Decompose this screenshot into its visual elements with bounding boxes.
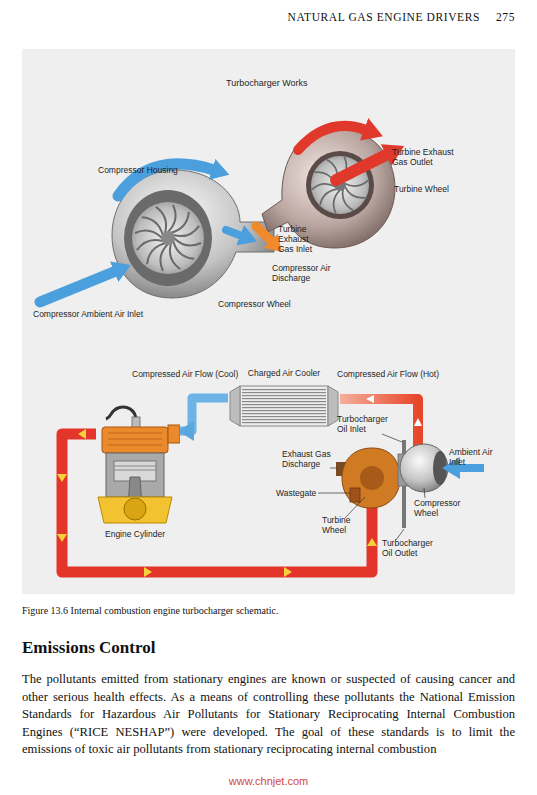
cooler-graphic	[242, 388, 326, 424]
engine-graphic	[98, 497, 172, 523]
exhaust-pipe	[367, 538, 377, 546]
exhaust-pipe	[284, 567, 292, 577]
compressor-housing	[169, 241, 196, 261]
turbocharger-unit	[433, 451, 447, 485]
flow-arrow	[40, 271, 116, 302]
compressor-housing	[152, 206, 172, 233]
compressor-housing	[112, 170, 274, 298]
figure-background	[22, 49, 515, 594]
part-label: Compressor Wheel	[414, 498, 469, 518]
engine-graphic	[90, 405, 180, 543]
section-heading: Emissions Control	[22, 637, 422, 658]
part-label: Wastegate	[276, 488, 336, 498]
compressor-housing	[112, 170, 274, 298]
leader-line	[318, 434, 425, 540]
flow-arrow	[298, 126, 366, 150]
part-label: Turbine Exhaust Gas Inlet	[278, 224, 322, 254]
compressor-housing	[168, 205, 176, 232]
flow-arrow	[226, 230, 242, 236]
engine-graphic	[168, 425, 180, 443]
compressor-housing	[160, 244, 168, 271]
hot-air-pipe	[366, 395, 374, 403]
air-pipe-connector	[180, 398, 228, 431]
flow-label: Compressed Air Flow (Cool)	[132, 369, 242, 379]
part-label: Turbocharger Oil Inlet	[337, 414, 397, 434]
running-header: NATURAL GAS ENGINE DRIVERS	[280, 10, 480, 24]
part-label: Compressor Ambient Air Inlet	[33, 309, 193, 319]
flow-arrow	[256, 226, 272, 242]
compressor-housing	[174, 238, 201, 246]
leader-line	[382, 434, 402, 442]
compressor-housing	[136, 234, 163, 254]
node-text: Charged Air Cooler	[228, 368, 340, 378]
engine-graphic	[114, 466, 156, 470]
part-label: Exhaust Gas Discharge	[282, 449, 340, 469]
turbine-housing	[318, 185, 337, 207]
compressor-housing	[124, 190, 212, 286]
compressor-housing	[135, 230, 162, 238]
cooler-graphic	[240, 386, 328, 426]
leader-line	[318, 493, 350, 494]
part-label: Compressor Wheel	[218, 299, 318, 309]
engine-graphic	[106, 407, 136, 421]
engine-cylinder: Engine Cylinder	[90, 405, 180, 543]
turbine-housing	[338, 189, 357, 211]
figure-caption: Figure 13.6 Internal combustion engine t…	[22, 604, 515, 617]
charge-air-cooler: Charged Air Cooler	[228, 368, 340, 430]
page-number: 275	[496, 10, 526, 24]
compressor-housing	[132, 202, 204, 274]
part-label: Turbine Exhaust Gas Outlet	[392, 147, 464, 167]
flow-arrow	[40, 126, 388, 302]
compressor-housing	[164, 243, 184, 270]
cooler-graphic	[230, 386, 240, 426]
turbocharger-unit	[400, 444, 448, 492]
compressor-housing	[171, 209, 191, 236]
turbocharger-unit	[350, 488, 360, 502]
turbocharger-unit	[342, 448, 400, 508]
compressor-housing	[173, 222, 200, 242]
cooler-graphic	[328, 386, 338, 426]
exhaust-pipe	[78, 429, 86, 439]
part-label: Turbine Wheel	[394, 184, 474, 194]
leader-line	[345, 497, 365, 518]
engine-graphic	[108, 433, 162, 445]
engine-graphic	[102, 427, 168, 453]
turbocharger-unit	[402, 486, 406, 528]
body-paragraph: The pollutants emitted from stationary e…	[22, 671, 515, 759]
compressor-housing	[139, 215, 166, 235]
figure-title: Turbocharger Works	[226, 78, 356, 89]
hot-air-pipe	[414, 418, 422, 426]
turbocharger-unit	[360, 466, 384, 490]
leader-line	[330, 468, 337, 469]
exhaust-pipe	[57, 534, 67, 542]
exhaust-pipe	[62, 434, 372, 572]
compressor-housing	[161, 231, 175, 245]
part-label: Compressor Air Discharge	[272, 263, 332, 283]
turbine-housing	[343, 187, 367, 200]
compressor-housing	[145, 239, 165, 266]
exhaust-pipe	[57, 474, 67, 482]
part-label: Ambient Air Inlet	[449, 447, 499, 467]
part-label: Compressor Housing	[98, 165, 208, 175]
compressor-housing	[135, 205, 201, 271]
flow-label: Compressed Air Flow (Hot)	[337, 369, 467, 379]
watermark: www.chnjet.com	[0, 775, 537, 788]
flow-arrow	[336, 154, 388, 180]
engine-graphic	[124, 498, 146, 520]
node-text: Engine Cylinder	[90, 529, 180, 539]
exhaust-pipe	[144, 567, 152, 577]
part-label: Turbine Wheel	[322, 515, 362, 535]
part-label: Turbocharger Oil Outlet	[382, 538, 444, 558]
turbine-housing	[334, 190, 340, 213]
turbocharger-unit	[402, 440, 406, 454]
leader-line	[424, 488, 425, 498]
